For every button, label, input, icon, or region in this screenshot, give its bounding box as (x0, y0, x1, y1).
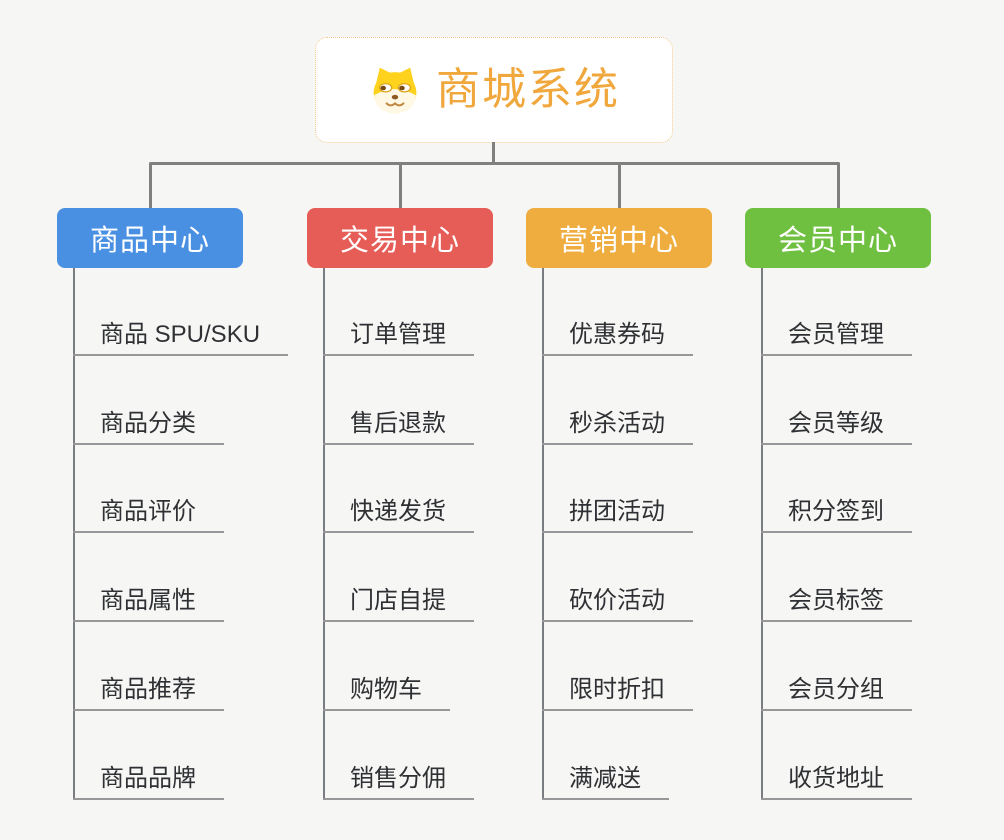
branch-trunk-line (73, 268, 75, 800)
connector-horizontal-bar (149, 162, 840, 165)
connector-drop (837, 164, 840, 209)
branch-column-marketing: 营销中心 优惠券码 秒杀活动 拼团活动 砍价活动 限时折扣 满减送 (526, 0, 786, 840)
leaf-node-aftersale-refund[interactable]: 售后退款 (323, 409, 474, 445)
leaf-node-shopping-cart[interactable]: 购物车 (323, 675, 450, 711)
leaf-node-member-management[interactable]: 会员管理 (761, 320, 912, 356)
branch-label: 商品中心 (89, 225, 210, 257)
leaf-node-product-review[interactable]: 商品评价 (73, 497, 224, 533)
branch-trunk-line (323, 268, 325, 800)
root-node-label: 商城系统 (436, 65, 620, 114)
leaf-node-product-category[interactable]: 商品分类 (73, 409, 224, 445)
branch-column-trade: 交易中心 订单管理 售后退款 快递发货 门店自提 购物车 销售分佣 (307, 0, 567, 840)
leaf-node-coupon-code[interactable]: 优惠券码 (542, 320, 693, 356)
branch-label: 营销中心 (558, 225, 679, 257)
branch-trunk-line (542, 268, 544, 800)
leaf-node-member-tag[interactable]: 会员标签 (761, 586, 912, 622)
branch-node-product-center[interactable]: 商品中心 (57, 208, 243, 268)
root-node-mall-system[interactable]: 商城系统 (315, 37, 673, 143)
connector-drop (618, 164, 621, 209)
leaf-node-express-delivery[interactable]: 快递发货 (323, 497, 474, 533)
leaf-node-store-pickup[interactable]: 门店自提 (323, 586, 474, 622)
leaf-node-points-checkin[interactable]: 积分签到 (761, 497, 912, 533)
leaf-node-product-spu-sku[interactable]: 商品 SPU/SKU (73, 320, 289, 356)
branch-node-trade-center[interactable]: 交易中心 (307, 208, 493, 268)
leaf-node-member-group[interactable]: 会员分组 (761, 675, 912, 711)
branch-node-member-center[interactable]: 会员中心 (745, 208, 931, 268)
leaf-node-product-brand[interactable]: 商品品牌 (73, 764, 224, 800)
shiba-dog-icon (368, 65, 422, 115)
leaf-node-bargain-activity[interactable]: 砍价活动 (542, 586, 693, 622)
leaf-node-product-recommend[interactable]: 商品推荐 (73, 675, 224, 711)
connector-drop (399, 164, 402, 209)
connector-drop (149, 164, 152, 209)
branch-node-marketing-center[interactable]: 营销中心 (526, 208, 712, 268)
branch-column-member: 会员中心 会员管理 会员等级 积分签到 会员标签 会员分组 收货地址 (745, 0, 1004, 840)
leaf-node-order-management[interactable]: 订单管理 (323, 320, 474, 356)
leaf-node-group-buy[interactable]: 拼团活动 (542, 497, 693, 533)
leaf-node-flash-sale[interactable]: 秒杀活动 (542, 409, 693, 445)
branch-label: 交易中心 (339, 225, 460, 257)
leaf-node-shipping-address[interactable]: 收货地址 (761, 764, 912, 800)
branch-label: 会员中心 (777, 225, 898, 257)
branch-trunk-line (761, 268, 763, 800)
branch-column-product: 商品中心 商品 SPU/SKU 商品分类 商品评价 商品属性 商品推荐 商品品牌 (57, 0, 317, 840)
leaf-node-member-level[interactable]: 会员等级 (761, 409, 912, 445)
leaf-node-spend-and-save[interactable]: 满减送 (542, 764, 669, 800)
connector-root-stub (492, 142, 495, 164)
leaf-node-product-attribute[interactable]: 商品属性 (73, 586, 224, 622)
leaf-node-sales-commission[interactable]: 销售分佣 (323, 764, 474, 800)
leaf-node-time-limited-discount[interactable]: 限时折扣 (542, 675, 693, 711)
